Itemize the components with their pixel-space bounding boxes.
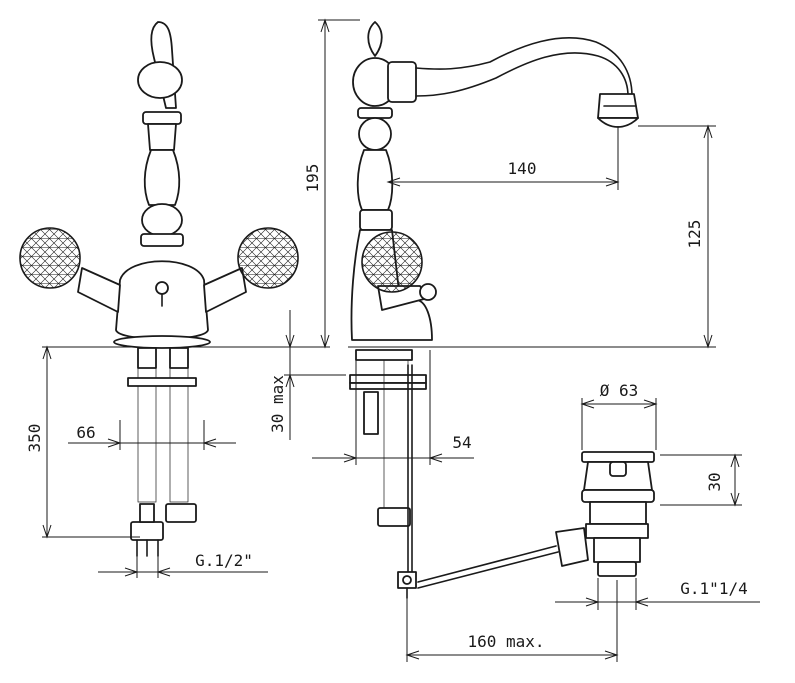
thread-g114-label: G.1"1/4 [680, 579, 747, 598]
left-crystal-knob [19, 227, 81, 289]
side-crystal-knob [361, 231, 423, 293]
dimension-lines [42, 18, 760, 662]
supply-hoses [130, 347, 197, 557]
dim-66-label: 66 [76, 423, 95, 442]
dim-30-waste-label: 30 [705, 472, 724, 491]
dim-195-label: 195 [303, 164, 322, 193]
front-view-faucet [19, 21, 299, 557]
dim-350-label: 350 [25, 424, 44, 453]
waste-assembly [397, 451, 655, 599]
side-view-faucet [349, 21, 639, 581]
dim-63-label: Ø 63 [600, 381, 639, 400]
dim-54-label: 54 [452, 433, 471, 452]
dim-30-max-label: 30 max [268, 375, 287, 433]
dim-140-label: 140 [508, 159, 537, 178]
thread-g12-label: G.1/2" [195, 551, 253, 570]
dim-160-max-label: 160 max. [467, 632, 544, 651]
right-crystal-knob [237, 227, 299, 289]
dim-125-label: 125 [685, 220, 704, 249]
